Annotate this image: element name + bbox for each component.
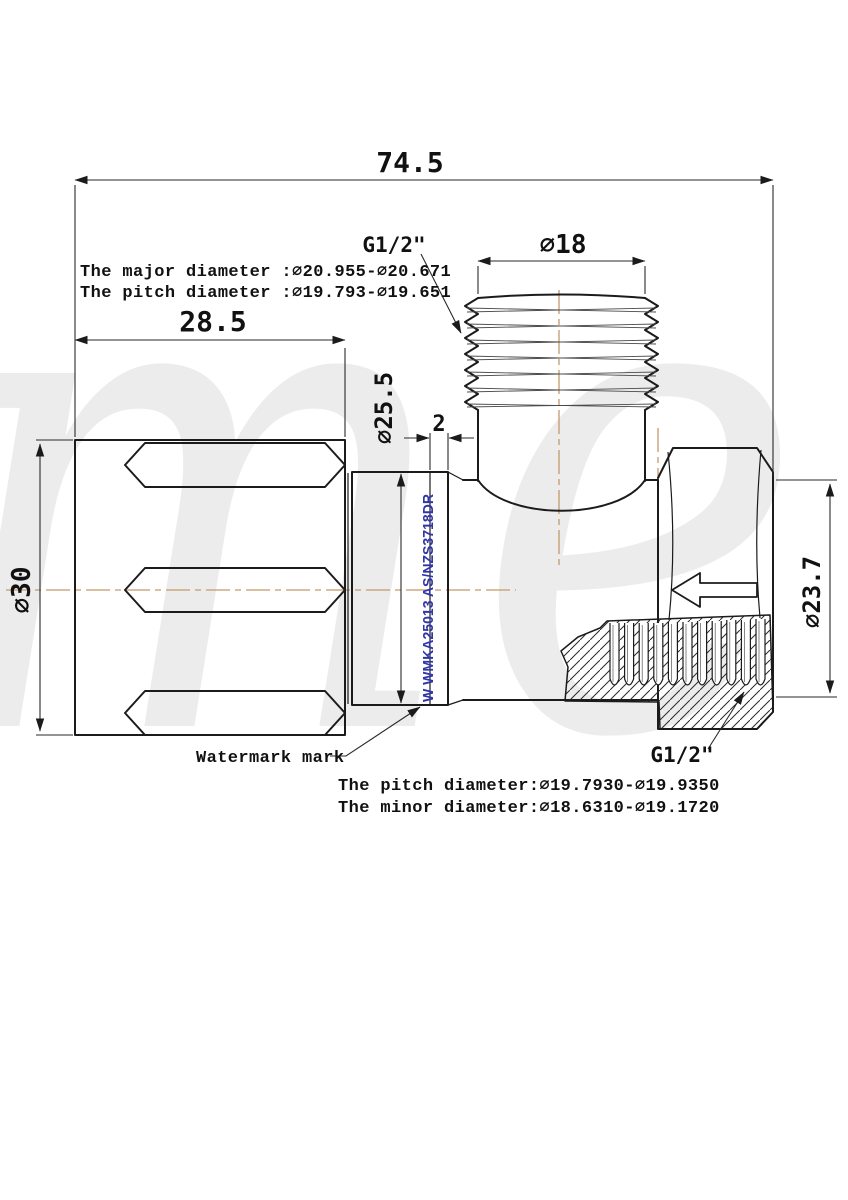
thread-helix-lines bbox=[466, 307, 657, 408]
male-thread bbox=[464, 293, 659, 411]
hex-outlet bbox=[560, 447, 774, 730]
thread-notes-top: The major diameter :∅20.955-∅20.671 The … bbox=[80, 263, 451, 303]
thread-teeth bbox=[609, 619, 766, 686]
dim-handle-length-text: 28.5 bbox=[179, 305, 246, 338]
dim-outlet-dia-text: ∅23.7 bbox=[798, 556, 826, 628]
female-thread-section bbox=[560, 614, 774, 730]
note-major-diameter: The major diameter :∅20.955-∅20.671 bbox=[80, 263, 451, 282]
watermark-mark-text: Watermark mark bbox=[196, 749, 344, 768]
dim-body-dia-text: ∅25.5 bbox=[370, 372, 398, 444]
valve-handle bbox=[74, 439, 346, 736]
dim-handle-dia-text: ∅30 bbox=[7, 567, 37, 614]
dimension-23-7: ∅23.7 bbox=[776, 479, 837, 698]
centerlines bbox=[6, 290, 659, 591]
thread-notes-bottom: The pitch diameter:∅19.7930-∅19.9350 The… bbox=[338, 777, 720, 818]
compliance-stamp-text: W WMKA25013 AS/NZS3718DR bbox=[421, 493, 437, 702]
dimension-28-5: 28.5 bbox=[74, 305, 346, 437]
label-outlet-thread: G1/2" bbox=[650, 691, 745, 767]
label-watermark-mark: Watermark mark bbox=[196, 706, 421, 768]
dimension-18: ∅18 bbox=[477, 230, 646, 294]
handle-ridge bbox=[124, 442, 346, 488]
handle-ridge bbox=[124, 567, 346, 613]
brand-watermark-text: mer bbox=[0, 95, 848, 887]
outlet-thread-text: G1/2" bbox=[650, 743, 713, 767]
dimension-74-5: 74.5 bbox=[74, 146, 774, 476]
dim-groove-text: 2 bbox=[432, 412, 445, 437]
dimension-2: 2 bbox=[404, 412, 474, 470]
dimension-25-5: ∅25.5 bbox=[370, 372, 406, 704]
note-minor-diameter-bottom: The minor diameter:∅18.6310-∅19.1720 bbox=[338, 799, 720, 818]
note-pitch-diameter-top: The pitch diameter :∅19.793-∅19.651 bbox=[80, 284, 451, 303]
flow-arrow-icon bbox=[671, 572, 758, 608]
handle-ridge bbox=[124, 690, 346, 736]
marked-cylinder bbox=[347, 471, 464, 706]
dimension-30: ∅30 bbox=[7, 439, 73, 736]
label-inlet-thread: G1/2" bbox=[362, 233, 462, 334]
note-pitch-diameter-bottom: The pitch diameter:∅19.7930-∅19.9350 bbox=[338, 777, 720, 796]
dim-overall-text: 74.5 bbox=[376, 146, 443, 179]
dim-thread-dia-text: ∅18 bbox=[540, 230, 587, 260]
inlet-thread-text: G1/2" bbox=[362, 233, 425, 257]
valve-body bbox=[462, 409, 659, 701]
